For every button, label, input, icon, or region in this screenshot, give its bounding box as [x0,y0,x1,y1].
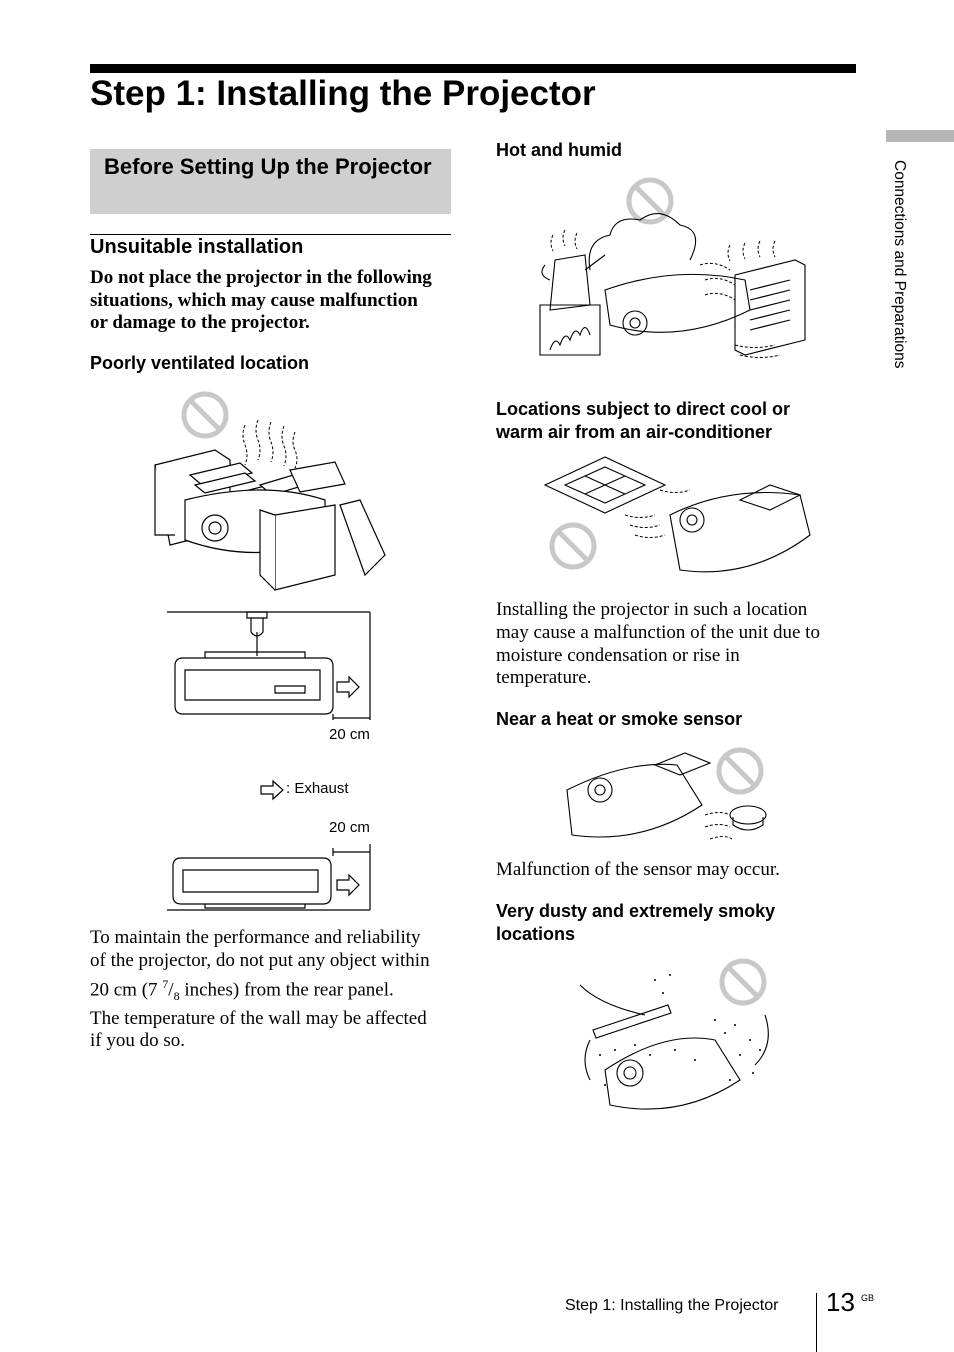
prohibited-icon [184,394,226,436]
body-line: temperature. [496,667,592,689]
subheading-rule [90,234,451,235]
cigarette-icon [593,1005,671,1038]
body-line-suffix: inches) from the rear panel. [184,978,394,1000]
ceiling-bracket [655,753,710,775]
fraction-slash: / [168,978,174,1000]
body-line: Installing the projector in such a locat… [496,599,808,620]
heading-poorly-ventilated: Poorly ventilated location [90,353,310,373]
smoke-sensor-icon [730,806,766,824]
side-tab-marker [886,130,954,142]
footer-section-title: Step 1: Installing the Projector [565,1297,779,1314]
warning-paragraph: Do not place the projector in the follow… [90,267,460,335]
ceiling-mount-illustration [165,608,380,726]
title-rule [90,64,856,73]
heading-air-conditioner: Locations subject to direct cool or warm… [496,398,856,444]
projector-icon [670,493,810,572]
fraction-numerator: 7 [162,976,169,991]
poorly-ventilated-illustration [150,390,390,595]
projector-icon [567,764,702,837]
prohibited-icon [552,525,594,567]
heat-sensor-illustration [565,745,775,850]
condensation-paragraph: Installing the projector in such a locat… [496,599,856,690]
body-paragraph: To maintain the performance and reliabil… [90,927,460,1053]
dimension-label: 20 cm [329,819,370,836]
footer-divider [816,1293,817,1352]
body-line: The temperature of the wall may be affec… [90,1007,427,1029]
page-number: 13 [826,1287,855,1317]
heading-line: Very dusty and extremely smoky [496,901,776,921]
hand-outline [580,985,645,1015]
air-conditioner-icon [545,457,665,513]
subheading-unsuitable: Unsuitable installation [90,236,304,258]
exhaust-arrow-icon [337,875,359,895]
projector-icon [605,1038,740,1109]
body-line: moisture condensation or rise in [496,644,740,666]
ceiling-bracket [740,485,800,510]
floor-projector-illustration [165,840,380,915]
dust-particles [599,974,761,1086]
dimension-label: 20 cm [329,726,370,743]
side-tab-label: Connections and Preparations [891,160,908,369]
kettle-icon [550,255,590,310]
body-line: if you do so. [90,1030,185,1052]
prohibited-icon [722,961,764,1003]
body-line: 20 cm (7 7/8 inches) from the rear panel… [90,973,460,1008]
heading-line: locations [496,924,576,944]
section-title: Before Setting Up the Projector [104,154,432,179]
page-title: Step 1: Installing the Projector [90,74,596,113]
body-line: To maintain the performance and reliabil… [90,927,421,948]
warning-line: Do not place the projector in the follow… [90,267,432,288]
prohibited-icon [629,180,671,222]
steam-cloud [589,214,695,270]
heading-heat-sensor: Near a heat or smoke sensor [496,709,743,729]
dusty-smoky-illustration [575,955,775,1115]
section-title-box [90,149,451,214]
air-conditioner-illustration [540,455,815,580]
page-number-suffix: GB [861,1293,875,1303]
exhaust-arrow-icon [337,677,359,697]
heading-hot-humid: Hot and humid [496,140,622,160]
boxes-icon [155,450,385,590]
body-prefix: 20 cm (7 [90,978,163,1000]
heading-dusty: Very dusty and extremely smoky locations [496,900,856,946]
prohibited-icon [719,750,761,792]
heater-icon [735,260,805,355]
heading-line: Locations subject to direct cool or [496,399,791,419]
hot-humid-illustration [535,175,815,365]
body-line: of the projector, do not put any object … [90,949,430,971]
projector-icon [605,274,750,332]
warning-line: or damage to the projector. [90,312,310,333]
body-line: may cause a malfunction of the unit due … [496,621,820,643]
heat-waves-icon [243,420,297,468]
stove-icon [540,305,600,355]
exhaust-legend-label: : Exhaust [286,780,349,797]
fraction-denominator: 8 [173,988,180,1003]
warning-line: situations, which may cause malfunction [90,289,418,311]
sensor-note: Malfunction of the sensor may occur. [496,859,780,880]
exhaust-arrow-icon [259,780,285,800]
heading-line: warm air from an air-conditioner [496,422,773,442]
